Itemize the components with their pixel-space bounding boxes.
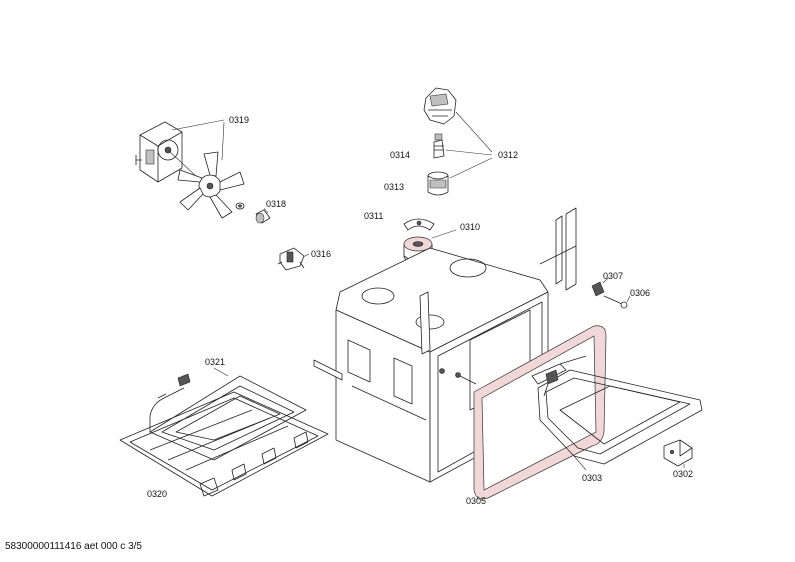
callout-0307: 0307 — [603, 271, 623, 281]
callout-0314: 0314 — [390, 150, 410, 160]
callout-0312: 0312 — [498, 150, 518, 160]
part-0305-door-seal — [473, 325, 607, 500]
part-0316-switch — [277, 247, 310, 271]
part-0320-tray — [119, 391, 329, 497]
part-0306-screw — [603, 295, 631, 309]
drawing-id-footer: 58300000111416 aet 000 c 3/5 — [5, 541, 142, 552]
part-0303-grill-element — [531, 355, 703, 471]
part-0318-bushing — [235, 202, 271, 224]
callout-0311: 0311 — [364, 211, 383, 221]
callout-0305: 0305 — [466, 496, 486, 506]
part-0311-clip — [403, 218, 435, 231]
callout-0306: 0306 — [630, 288, 650, 298]
front-screws — [439, 368, 477, 385]
callout-0310: 0310 — [460, 222, 480, 232]
callout-0318: 0318 — [266, 199, 286, 209]
part-0307-grommet — [591, 277, 609, 297]
callout-0302: 0302 — [673, 469, 693, 479]
part-0321-heating-element — [149, 367, 307, 461]
part-0302-bracket — [663, 439, 693, 468]
callout-0319: 0319 — [229, 115, 249, 125]
part-0319-fan-motor — [135, 119, 245, 219]
callout-0316: 0316 — [311, 249, 331, 259]
part-0313-lamp-glass — [427, 171, 449, 196]
part-0312-lamp-cap — [423, 87, 457, 125]
callout-0320: 0320 — [147, 489, 167, 499]
callout-0303: 0303 — [582, 473, 602, 483]
callout-0321: 0321 — [205, 357, 225, 367]
callout-0313: 0313 — [384, 182, 404, 192]
part-0314-bulb — [433, 133, 445, 159]
